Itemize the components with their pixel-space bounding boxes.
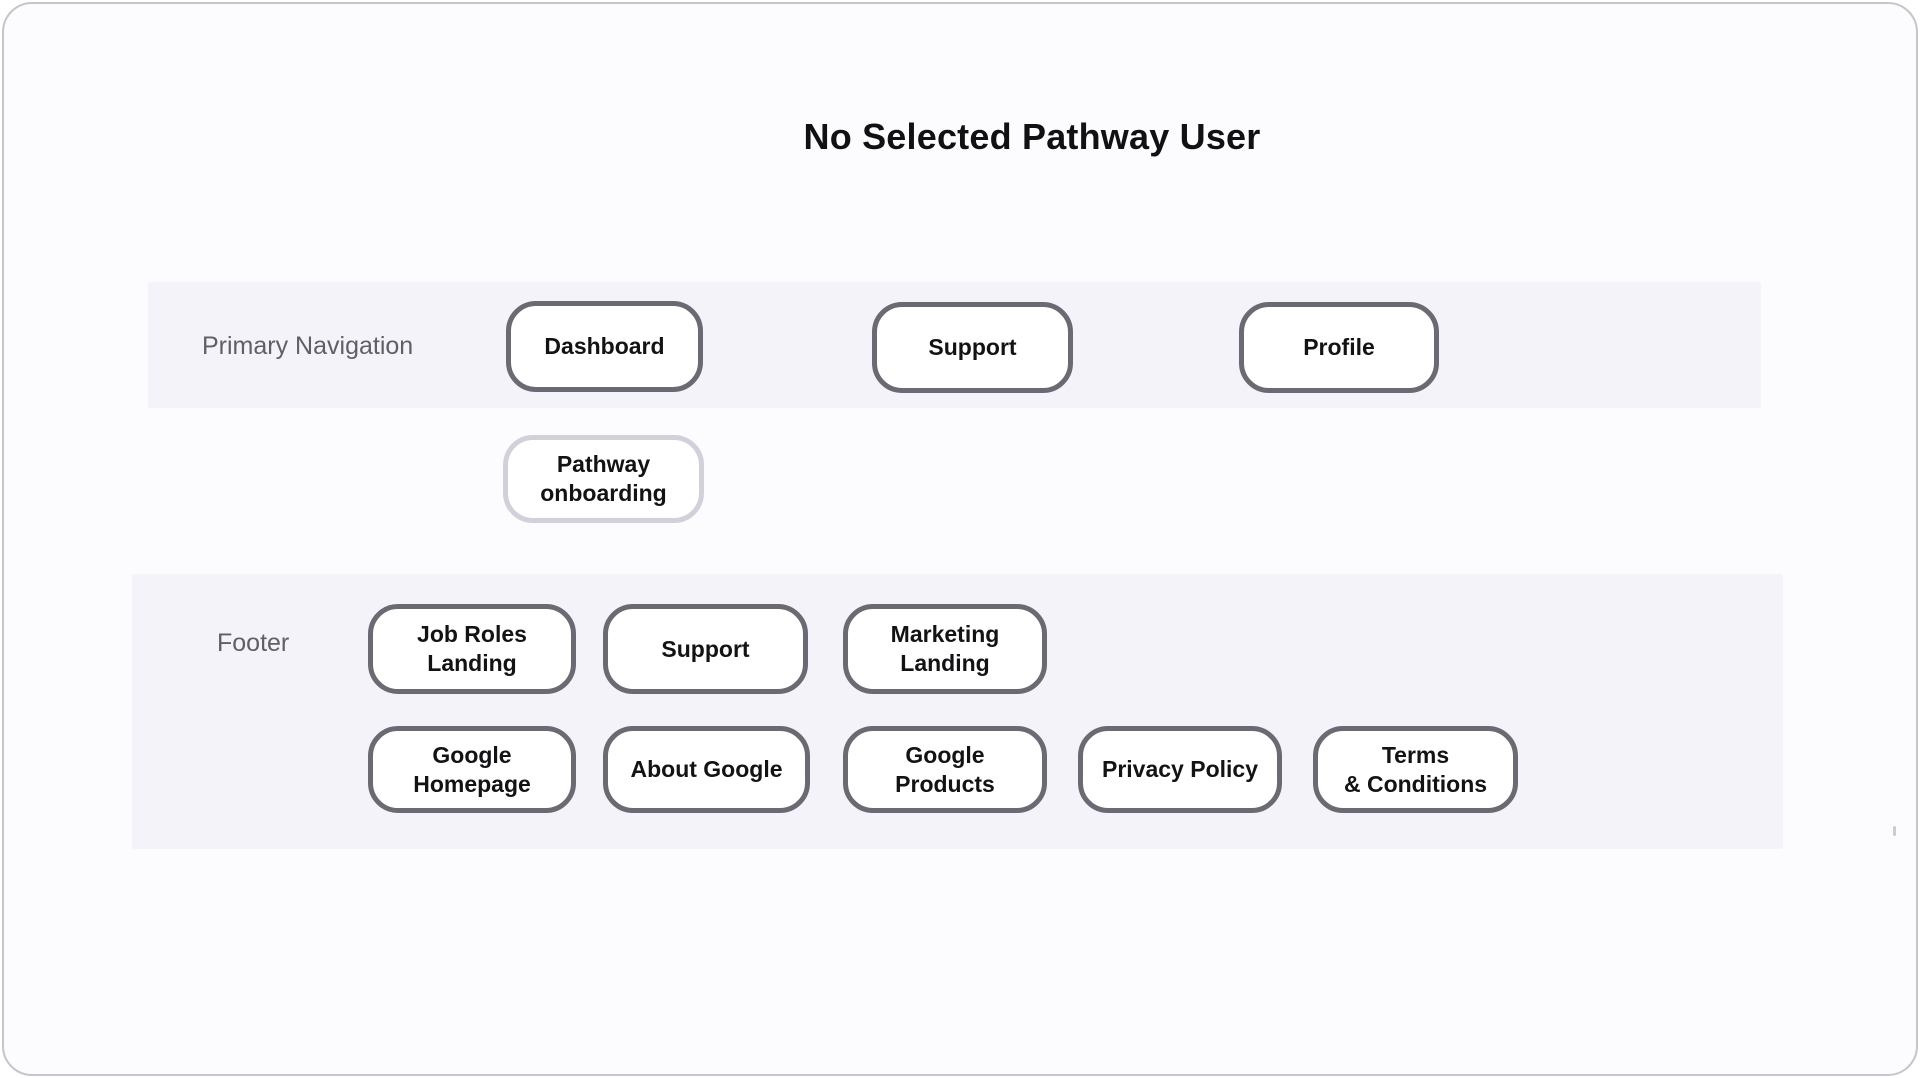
page-title: No Selected Pathway User (803, 116, 1261, 157)
node-marketing-landing[interactable]: Marketing Landing (843, 604, 1047, 694)
primary-navigation-label: Primary Navigation (202, 332, 414, 360)
node-about-google[interactable]: About Google (603, 726, 810, 813)
screen-artifact-mark (1893, 826, 1896, 836)
node-nav-support[interactable]: Support (872, 302, 1073, 393)
node-profile[interactable]: Profile (1239, 302, 1439, 393)
node-google-products[interactable]: Google Products (843, 726, 1047, 813)
node-footer-support[interactable]: Support (603, 604, 808, 694)
node-terms-conditions[interactable]: Terms & Conditions (1313, 726, 1518, 813)
node-pathway-onboarding[interactable]: Pathway onboarding (503, 435, 704, 523)
node-privacy-policy[interactable]: Privacy Policy (1078, 726, 1282, 813)
node-dashboard[interactable]: Dashboard (506, 301, 703, 392)
node-google-homepage[interactable]: Google Homepage (368, 726, 576, 813)
footer-label: Footer (217, 629, 290, 657)
node-job-roles-landing[interactable]: Job Roles Landing (368, 604, 576, 694)
